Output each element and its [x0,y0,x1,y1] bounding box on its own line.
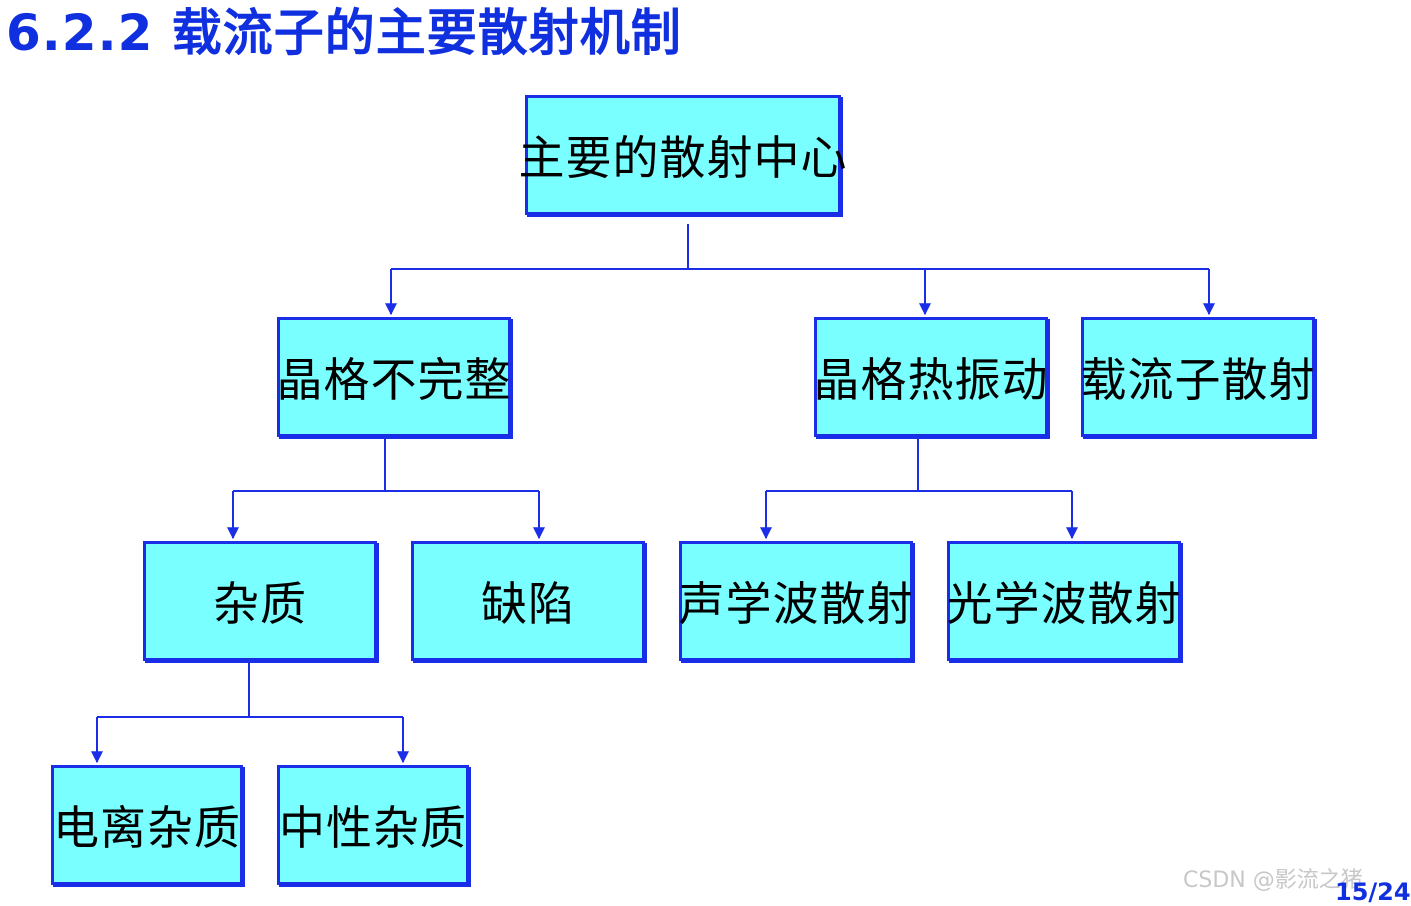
node-carrier-scattering: 载流子散射 [1081,317,1315,437]
csdn-watermark: CSDN @影流之猪 [1183,868,1363,893]
page-number: 15/24 [1335,878,1411,906]
page-title: 6.2.2 载流子的主要散射机制 [6,4,682,62]
node-acoustic-wave: 声学波散射 [679,541,913,661]
node-neutral-impurity: 中性杂质 [277,765,469,885]
node-impurity: 杂质 [143,541,377,661]
node-defect: 缺陷 [411,541,645,661]
node-lattice-imperfection: 晶格不完整 [277,317,511,437]
node-root: 主要的散射中心 [519,95,847,215]
node-lattice-vibration: 晶格热振动 [814,317,1048,437]
node-optical-wave: 光学波散射 [947,541,1181,661]
node-ionized-impurity: 电离杂质 [51,765,243,885]
